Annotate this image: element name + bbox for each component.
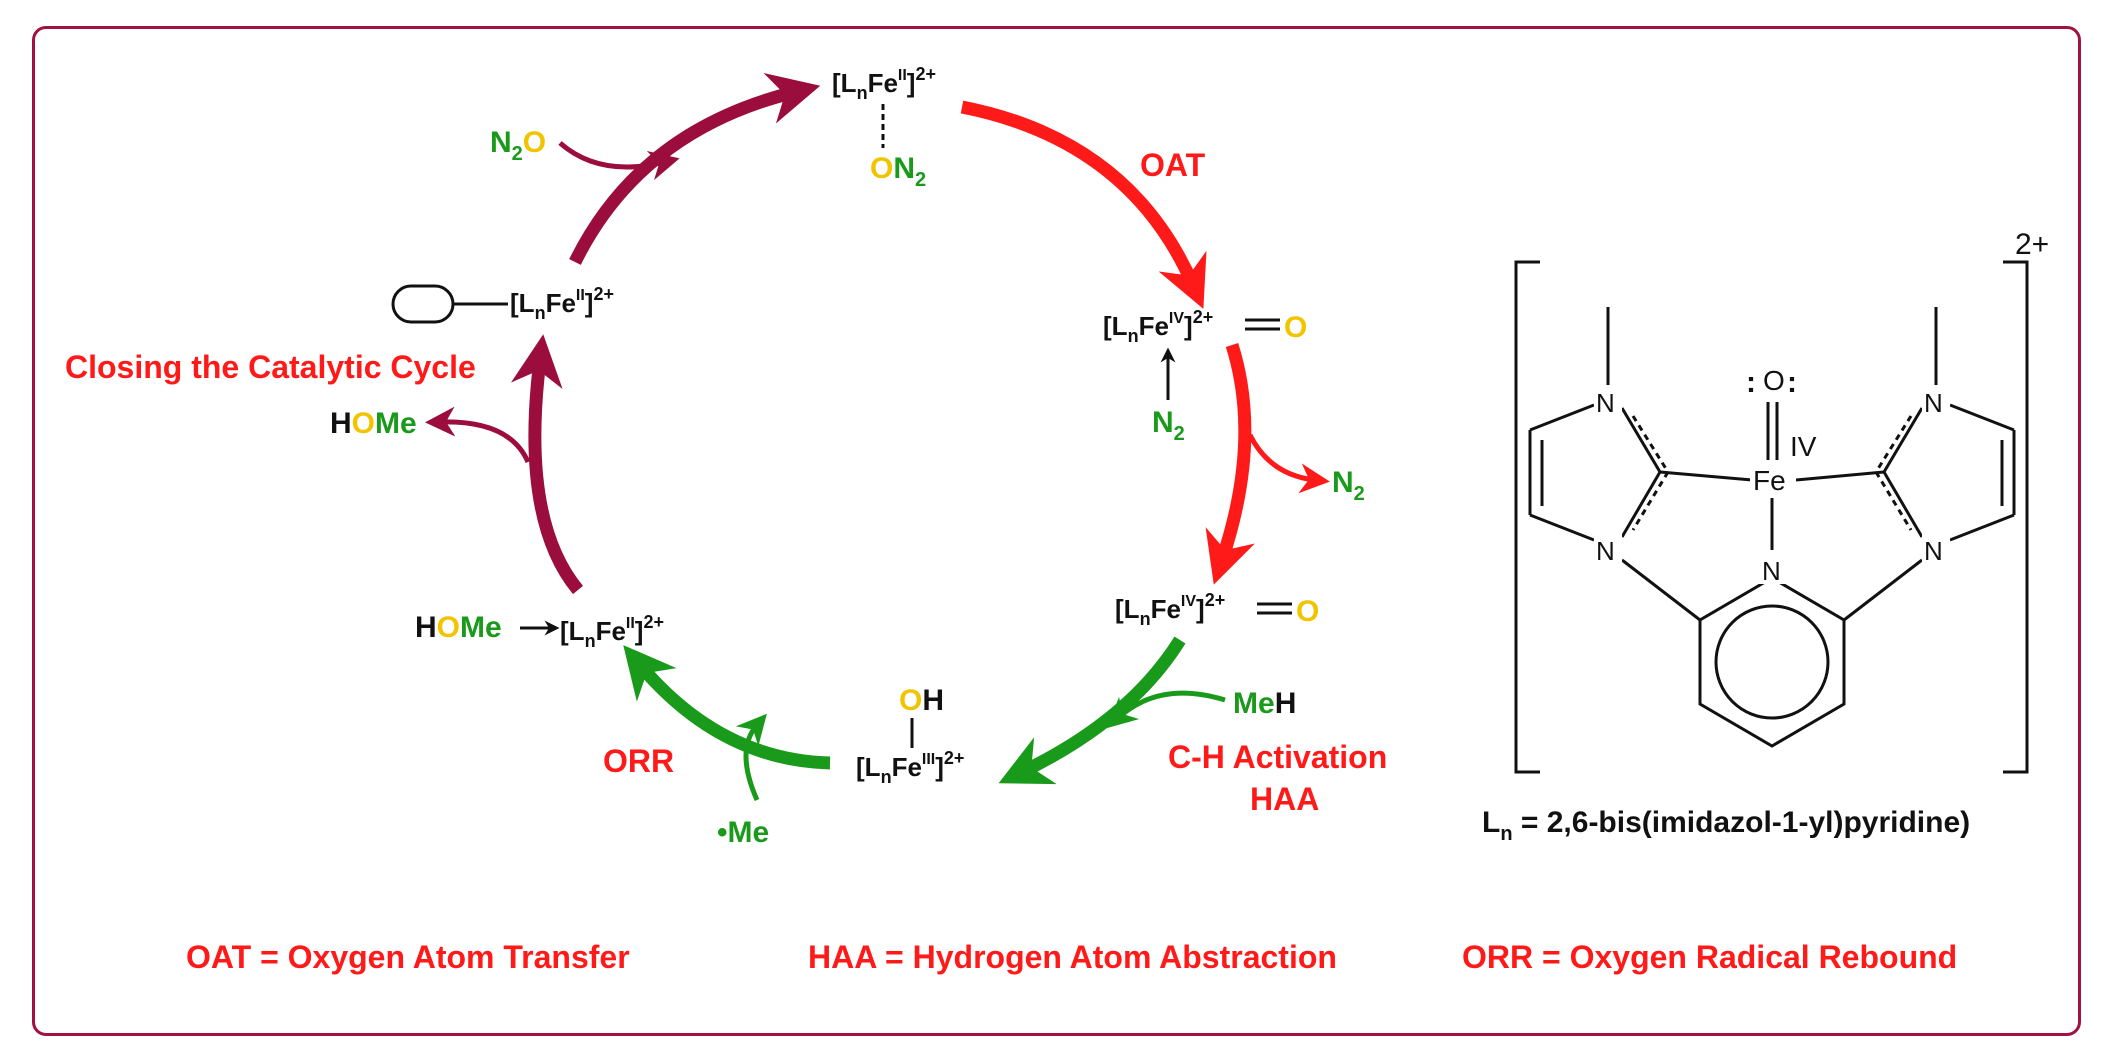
structure-right-bracket bbox=[2003, 260, 2029, 774]
n2-release-arrow bbox=[1247, 433, 1330, 494]
meh-uptake-arrow bbox=[1106, 690, 1226, 729]
structure-n-upper-left: N bbox=[1596, 388, 1615, 418]
legend-haa: HAA = Hydrogen Atom Abstraction bbox=[808, 939, 1337, 975]
legend-orr: ORR = Oxygen Radical Rebound bbox=[1462, 939, 1957, 975]
structure-n-pyridine: N bbox=[1762, 556, 1781, 586]
ferryl-oxo-label: O bbox=[1296, 595, 1319, 628]
left-ring-n1-c5 bbox=[1529, 403, 1595, 432]
left-n3-pyridine-bond bbox=[1621, 558, 1701, 622]
right-ring-n1-c2 bbox=[1882, 407, 1924, 473]
hydroxo-oh-label: OH bbox=[899, 684, 944, 717]
methanol-adduct-homeo: HOMe bbox=[415, 611, 502, 644]
ligand-definition: Ln = 2,6-bis(imidazol-1-yl)pyridine) bbox=[1482, 806, 1970, 845]
right-ring-n1-c5 bbox=[1949, 403, 2015, 432]
species-fe2-vacant: [LnFeII]2+ bbox=[510, 284, 614, 323]
right-ring-c2-n3 bbox=[1882, 471, 1924, 538]
species-fe3-hydroxo: [LnFeIII]2+ bbox=[856, 748, 964, 787]
oat-arrow bbox=[960, 100, 1207, 309]
species-ferryl: [LnFeIV]2+ bbox=[1115, 590, 1225, 629]
structure-charge: 2+ bbox=[2015, 228, 2049, 261]
figure-frame bbox=[32, 26, 2081, 1036]
ch-activation-label: C-H Activation bbox=[1168, 739, 1387, 775]
n2o-ligand-label: ON2 bbox=[870, 152, 926, 191]
ligand-structure bbox=[1514, 260, 2029, 774]
right-ring-dash-b bbox=[1874, 471, 1913, 531]
structure-oxo-lone-pair-right: : bbox=[1787, 366, 1797, 399]
n2o-uptake-arrow bbox=[558, 141, 680, 181]
fe-left-imidazole-bond bbox=[1659, 470, 1753, 482]
methanol-release-arrow bbox=[425, 406, 531, 464]
left-ring-dash-b bbox=[1631, 471, 1670, 531]
oat-step-label: OAT bbox=[1140, 147, 1206, 183]
species-ferryl-n2-adduct: [LnFeIV]2+ bbox=[1103, 307, 1213, 346]
structure-n-lower-left: N bbox=[1596, 536, 1615, 566]
structure-oxo-lone-pair-left: : bbox=[1746, 366, 1756, 399]
structure-oxo-atom: O bbox=[1763, 365, 1785, 396]
right-ring-c4-n3 bbox=[1949, 513, 2015, 542]
orr-step-label: ORR bbox=[603, 743, 674, 779]
ferryl-n2-oxo-label: O bbox=[1284, 311, 1307, 344]
n2-loss-arrow-main bbox=[1205, 343, 1255, 585]
species-fe2-methanol: [LnFeII]2+ bbox=[560, 612, 664, 651]
n2o-binding-arrow-main bbox=[569, 72, 821, 265]
left-ring-c4-n3 bbox=[1529, 513, 1595, 542]
structure-fe-center: Fe bbox=[1753, 465, 1786, 496]
bound-n2-label: N2 bbox=[1152, 406, 1185, 445]
legend-oat: OAT = Oxygen Atom Transfer bbox=[186, 939, 630, 975]
methane-label: MeH bbox=[1233, 687, 1296, 720]
fe-right-imidazole-bond bbox=[1795, 470, 1885, 482]
methyl-radical-label: •Me bbox=[717, 816, 769, 849]
pyridine-aromatic-circle bbox=[1714, 604, 1830, 720]
left-ring-n1-c2 bbox=[1620, 407, 1662, 473]
pyridine-ring bbox=[1698, 576, 1846, 748]
structure-oxidation-state: IV bbox=[1790, 431, 1817, 462]
methanol-loss-arrow-main bbox=[510, 334, 584, 595]
structure-left-bracket bbox=[1514, 260, 1540, 774]
right-n3-pyridine-bond bbox=[1843, 558, 1923, 622]
nitrous-oxide-label: N2O bbox=[490, 126, 546, 165]
structure-n-lower-right: N bbox=[1924, 536, 1943, 566]
left-ring-c2-n3 bbox=[1620, 471, 1662, 538]
haa-arrow bbox=[998, 636, 1186, 785]
haa-step-label: HAA bbox=[1250, 781, 1319, 817]
released-methanol-label: HOMe bbox=[330, 407, 417, 440]
species-fe2-n2o-complex: [LnFeII]2+ bbox=[832, 64, 936, 103]
structure-n-upper-right: N bbox=[1924, 388, 1943, 418]
orr-arrow bbox=[623, 645, 831, 770]
right-ring-dash-a bbox=[1874, 415, 1913, 473]
me-radical-arrow bbox=[735, 713, 767, 802]
vacant-site-icon bbox=[391, 284, 455, 324]
released-n2-label: N2 bbox=[1332, 466, 1365, 505]
left-ring-dash-a bbox=[1631, 415, 1670, 473]
closing-cycle-label: Closing the Catalytic Cycle bbox=[65, 349, 476, 385]
